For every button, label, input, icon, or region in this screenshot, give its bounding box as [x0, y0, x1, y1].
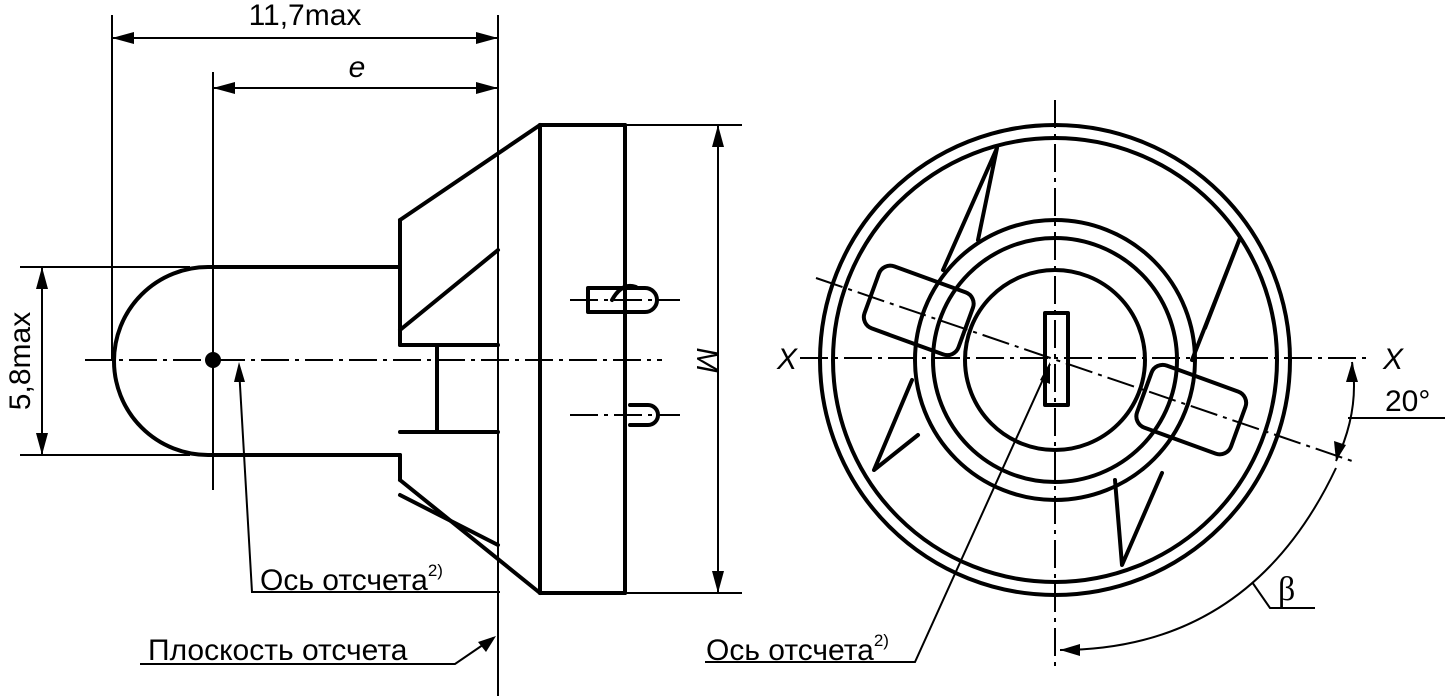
- pin-weld-top: [610, 283, 638, 302]
- cap-taper-top: [398, 123, 542, 222]
- bulb-glass: [112, 265, 402, 457]
- end-view: X X 20° β Ось отсчета2): [705, 100, 1445, 672]
- cap-taper-bottom: [398, 478, 542, 595]
- key-lug-left: [872, 378, 920, 472]
- key-lug-bottom: [1113, 471, 1164, 567]
- contact-pin-top: [586, 286, 659, 314]
- label-ref-axis-right: Ось отсчета2): [706, 631, 889, 667]
- leader-ref-axis-left: [238, 367, 500, 593]
- leader-angle-beta: [1251, 581, 1315, 609]
- reference-axis-dot: [205, 352, 221, 368]
- dimension-diameter: 5,8max: [4, 312, 37, 410]
- leader-ref-axis-right: [705, 363, 1051, 663]
- key-lug-top: [941, 146, 999, 272]
- tab-right: [1134, 362, 1249, 457]
- tab-left: [861, 263, 976, 358]
- cap-inner-slant: [398, 248, 500, 332]
- label-axis-x-left: X: [776, 343, 798, 376]
- tilted-axis-line: [815, 277, 1353, 462]
- label-angle-beta: β: [1278, 571, 1295, 608]
- key-lug-right: [1190, 236, 1242, 362]
- label-ref-axis-left: Ось отсчета2): [260, 561, 443, 597]
- dimension-overall: 11,7max: [249, 0, 362, 32]
- dimension-m: M: [690, 348, 723, 373]
- cap-lower-slant: [398, 493, 500, 547]
- leader-ref-plane: [140, 637, 494, 665]
- label-axis-x-right: X: [1382, 343, 1404, 376]
- side-view: 11,7max e 5,8max M: [4, 0, 742, 696]
- label-angle-20: 20°: [1385, 385, 1430, 418]
- dimension-e: e: [349, 51, 366, 84]
- label-ref-plane: Плоскость отсчета: [148, 634, 408, 667]
- contact-pin-bottom: [628, 403, 660, 427]
- angle-arc-beta: [1059, 467, 1337, 651]
- tabs: [861, 263, 1249, 457]
